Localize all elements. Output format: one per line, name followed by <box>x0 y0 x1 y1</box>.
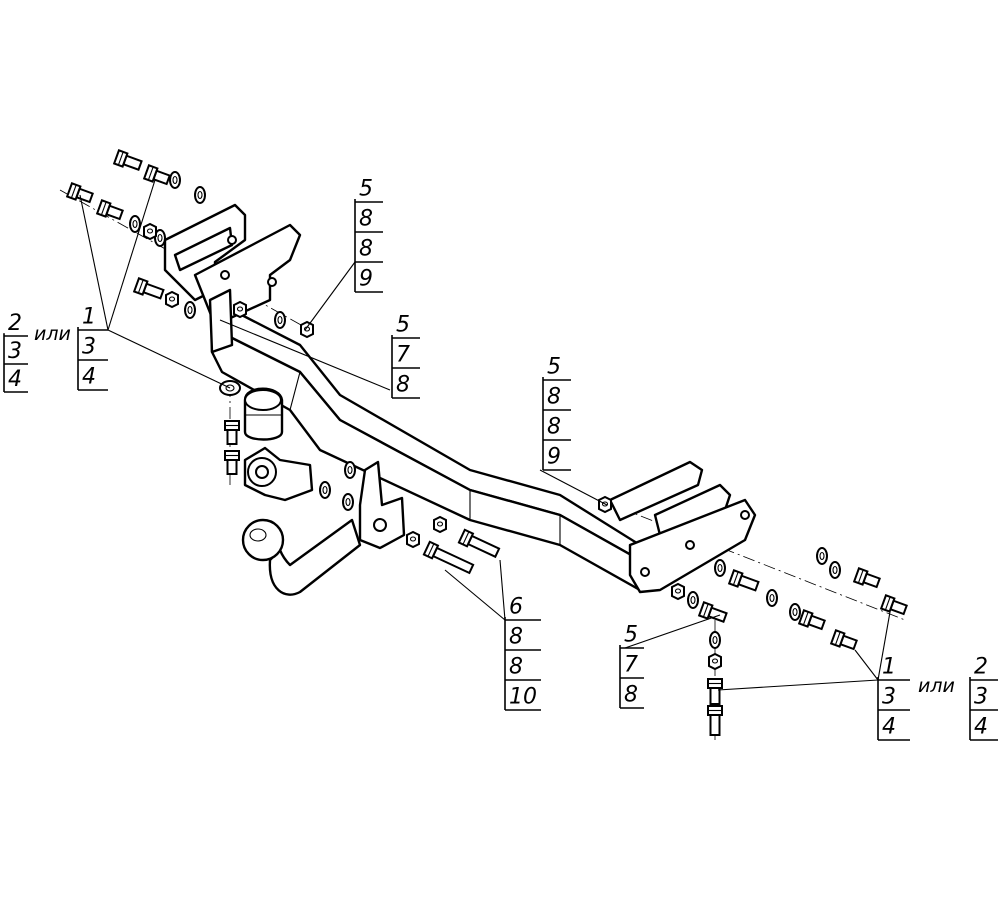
callout-number: 9 <box>359 266 373 291</box>
callout-right-a: 1 3 4 <box>877 654 910 741</box>
callout-number: 10 <box>509 684 537 709</box>
nut <box>143 222 157 241</box>
washer <box>766 589 778 607</box>
tow-ball <box>241 518 362 596</box>
nut <box>165 290 179 309</box>
fasteners <box>65 149 908 736</box>
callout-number: 3 <box>974 684 988 709</box>
callout-number: 8 <box>359 236 373 261</box>
callout-number: 8 <box>509 624 523 649</box>
callout-left-a: 2 3 4 <box>3 311 28 393</box>
bolt <box>224 450 240 475</box>
bolt <box>707 678 723 705</box>
washer <box>709 631 721 649</box>
callout-number: 1 <box>882 654 896 679</box>
washer <box>816 547 828 565</box>
socket-plate <box>243 446 314 502</box>
bolt <box>727 569 760 592</box>
callout-number: 4 <box>974 714 988 739</box>
callout-bottom-center: 6 8 8 10 <box>504 594 541 711</box>
callout-number: 3 <box>8 339 22 364</box>
callout-number: 5 <box>547 354 561 379</box>
nut <box>406 530 420 549</box>
bolt <box>224 420 240 445</box>
washer <box>714 559 726 577</box>
bolt <box>697 601 728 623</box>
right-bracket <box>608 460 757 594</box>
washer <box>274 311 286 329</box>
bolt <box>852 567 881 589</box>
callout-number: 8 <box>509 654 523 679</box>
callout-left-b: 1 3 4 <box>77 304 108 391</box>
bolt <box>132 277 165 300</box>
center-receiver <box>358 460 406 550</box>
bolt <box>112 149 143 171</box>
callout-number: 5 <box>624 622 638 647</box>
bolt <box>65 182 94 204</box>
leader-lines <box>79 179 891 691</box>
callout-number: 8 <box>396 372 410 397</box>
callout-mid-right: 5 8 8 9 <box>542 354 571 471</box>
callout-number: 1 <box>82 304 96 329</box>
bolt <box>142 164 171 186</box>
or-label-left: или <box>34 323 71 345</box>
callout-number: 4 <box>82 364 96 389</box>
washer <box>129 215 141 233</box>
washer <box>169 171 181 189</box>
washer <box>342 493 354 511</box>
callout-number: 7 <box>396 342 410 367</box>
callout-number: 4 <box>882 714 896 739</box>
callout-right-b: 2 3 4 <box>969 654 998 741</box>
bolt <box>879 594 908 616</box>
callout-number: 5 <box>396 312 410 337</box>
nut <box>300 320 314 339</box>
callout-number: 3 <box>82 334 96 359</box>
nut <box>233 300 247 319</box>
callout-number: 4 <box>8 367 22 392</box>
bolt <box>797 609 826 631</box>
washer <box>829 561 841 579</box>
callout-number: 6 <box>509 594 523 619</box>
callout-number: 9 <box>547 444 561 469</box>
bolt <box>829 629 858 651</box>
bolt <box>422 540 475 575</box>
washer <box>344 461 356 479</box>
callout-number: 2 <box>974 654 988 679</box>
callout-number: 7 <box>624 652 638 677</box>
callout-mid-center: 5 7 8 <box>391 312 420 399</box>
nut <box>671 582 685 601</box>
callout-number: 8 <box>547 384 561 409</box>
washer <box>319 481 331 499</box>
washer <box>154 229 166 247</box>
bolt <box>457 528 501 559</box>
ball-cap <box>243 387 284 441</box>
callout-number: 3 <box>882 684 896 709</box>
washer <box>789 603 801 621</box>
callout-top-center: 5 8 8 9 <box>354 176 383 293</box>
callout-number: 8 <box>359 206 373 231</box>
callout-bottom-right: 5 7 8 <box>619 622 644 709</box>
washer <box>687 591 699 609</box>
bolt <box>95 199 124 221</box>
nut <box>433 515 447 534</box>
washer <box>184 301 196 319</box>
callout-number: 5 <box>359 176 373 201</box>
callout-number: 8 <box>624 682 638 707</box>
callout-number: 8 <box>547 414 561 439</box>
or-label-right: или <box>918 675 955 697</box>
callout-number: 2 <box>8 311 22 336</box>
axis-line <box>599 499 906 621</box>
bolt <box>707 705 723 736</box>
left-bracket <box>163 203 302 354</box>
nut <box>708 652 722 671</box>
washer <box>194 186 206 204</box>
